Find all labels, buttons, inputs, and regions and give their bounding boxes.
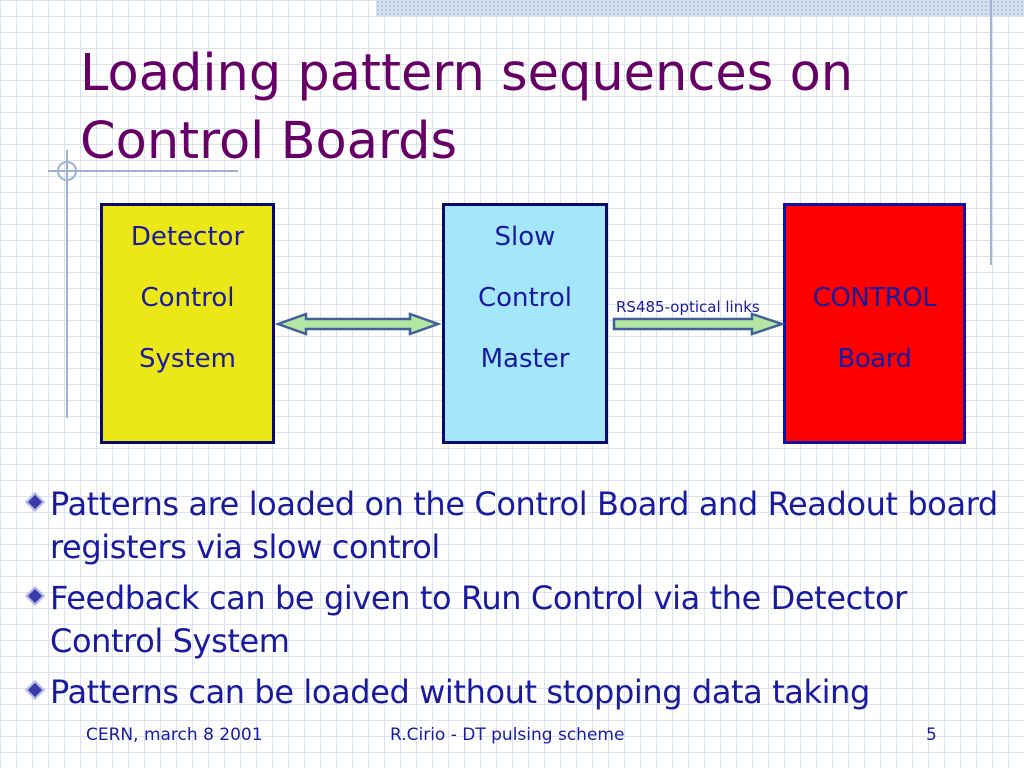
edge-label-rs485: RS485-optical links — [616, 298, 760, 316]
bullet-item: Patterns are loaded on the Control Board… — [25, 483, 1020, 569]
node-label-line: Slow — [494, 222, 556, 252]
decorative-horizontal-line — [48, 170, 238, 172]
forward-arrow — [612, 312, 786, 336]
bullet-text: Patterns can be loaded without stopping … — [50, 673, 870, 711]
node-label-line: CONTROL — [812, 283, 937, 313]
footer-date: CERN, march 8 2001 — [86, 725, 263, 745]
bullet-item: Patterns can be loaded without stopping … — [25, 671, 1020, 714]
node-control-board: CONTROL Board — [783, 203, 966, 444]
node-label-line: Detector — [130, 222, 245, 252]
slide-title: Loading pattern sequences on Control Boa… — [80, 44, 854, 171]
decorative-circle — [57, 161, 77, 181]
node-label-line: Control — [140, 283, 235, 313]
footer-page-number: 5 — [926, 725, 937, 745]
decorative-right-vertical-line — [990, 0, 992, 265]
node-label-line: Board — [837, 344, 912, 374]
bullet-list: Patterns are loaded on the Control Board… — [25, 483, 1020, 722]
node-label-line: Master — [480, 344, 570, 374]
bullet-text: Patterns are loaded on the Control Board… — [50, 485, 998, 566]
node-slow-control-master: Slow Control Master — [442, 203, 608, 444]
bullet-item: Feedback can be given to Run Control via… — [25, 577, 1020, 663]
node-detector-control-system: Detector Control System — [100, 203, 275, 444]
bullet-text: Feedback can be given to Run Control via… — [50, 579, 907, 660]
decorative-vertical-line — [66, 150, 68, 418]
decorative-top-band — [376, 0, 1024, 16]
bidirectional-arrow — [274, 312, 442, 336]
node-label-line: System — [139, 344, 236, 374]
node-label-line: Control — [478, 283, 572, 313]
footer-author: R.Cirio - DT pulsing scheme — [390, 725, 625, 745]
